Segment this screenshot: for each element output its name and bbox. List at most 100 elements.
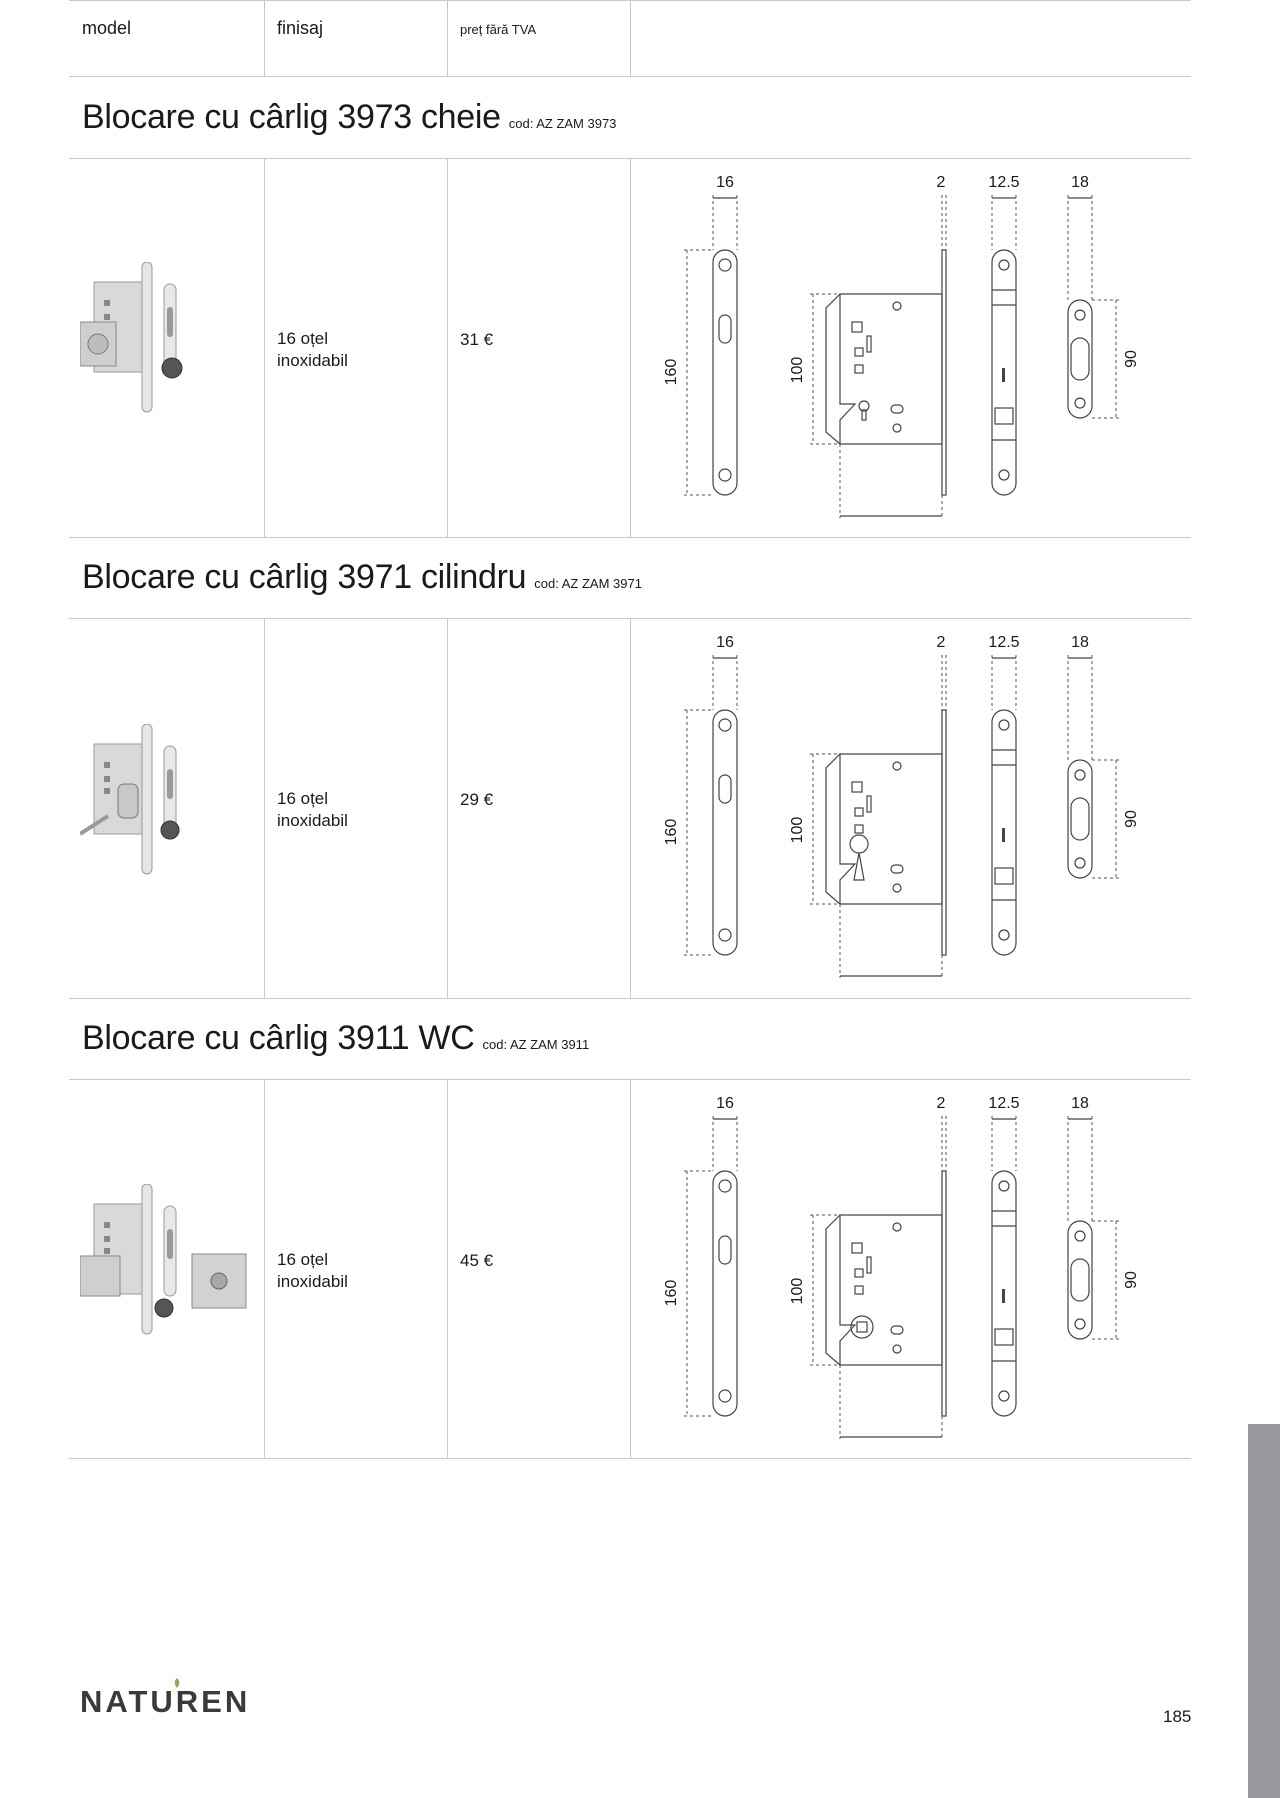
leaf-icon bbox=[174, 1678, 180, 1688]
case-edge bbox=[941, 709, 947, 956]
lock-case-bevel bbox=[825, 1214, 841, 1366]
finish-line: 16 oțel bbox=[277, 789, 329, 808]
dimension-line bbox=[810, 293, 840, 445]
dim-strike-width: 12.5 bbox=[988, 174, 1019, 191]
dimension-line bbox=[1092, 759, 1120, 879]
dim-case-height: 100 bbox=[789, 1278, 806, 1305]
dim-faceplate-thickness: 2 bbox=[937, 174, 946, 191]
dim-keep-width: 18 bbox=[1071, 174, 1089, 191]
dimension-line bbox=[839, 1365, 943, 1439]
dim-keep-height: 90 bbox=[1123, 810, 1140, 828]
dim-faceplate-height: 160 bbox=[663, 1280, 680, 1307]
dimension-line bbox=[941, 1116, 947, 1171]
column-divider bbox=[447, 1079, 448, 1458]
dimension-line bbox=[839, 904, 943, 978]
keep-plate bbox=[1067, 759, 1093, 879]
cylinder-hole bbox=[849, 834, 869, 881]
column-divider bbox=[630, 1079, 631, 1458]
screw-hole bbox=[718, 718, 732, 732]
finish-line: inoxidabil bbox=[277, 351, 348, 370]
dimension-line bbox=[684, 249, 713, 496]
column-divider bbox=[630, 158, 631, 537]
latch-slot bbox=[718, 774, 732, 804]
screw-hole bbox=[718, 258, 732, 272]
product-code: cod: AZ ZAM 3971 bbox=[534, 576, 642, 591]
finish-line: inoxidabil bbox=[277, 811, 348, 830]
dim-faceplate-width: 16 bbox=[716, 1095, 734, 1112]
dim-strike-width: 12.5 bbox=[988, 634, 1019, 651]
dim-keep-height: 90 bbox=[1123, 350, 1140, 368]
side-tab bbox=[1248, 1424, 1280, 1798]
dimension-line bbox=[1067, 655, 1093, 760]
dim-keep-width: 18 bbox=[1071, 634, 1089, 651]
header-divider bbox=[447, 0, 448, 76]
dim-strike-width: 12.5 bbox=[988, 1095, 1019, 1112]
faceplate-outline bbox=[712, 249, 738, 496]
strike-plate bbox=[991, 1170, 1017, 1417]
dim-faceplate-width: 16 bbox=[716, 634, 734, 651]
finish-cell: 16 oțel inoxidabil bbox=[277, 328, 348, 372]
product-title: Blocare cu cârlig 3971 cilindru cod: AZ Z… bbox=[82, 558, 642, 597]
dimension-line bbox=[712, 655, 738, 710]
finish-cell: 16 oțel inoxidabil bbox=[277, 788, 348, 832]
price-cell: 45 € bbox=[460, 1251, 494, 1270]
dimension-line bbox=[941, 655, 947, 710]
dim-faceplate-height: 160 bbox=[663, 819, 680, 846]
price-cell: 29 € bbox=[460, 790, 494, 809]
column-divider bbox=[630, 618, 631, 998]
keep-plate bbox=[1067, 299, 1093, 419]
finish-line: inoxidabil bbox=[277, 1272, 348, 1291]
dimension-line bbox=[712, 195, 738, 250]
keep-plate bbox=[1067, 1220, 1093, 1340]
case-edge bbox=[941, 1170, 947, 1417]
strike-plate bbox=[991, 709, 1017, 956]
product-photo bbox=[80, 1184, 247, 1335]
dimension-line bbox=[839, 444, 943, 518]
screw-hole bbox=[718, 468, 732, 482]
case-edge bbox=[941, 249, 947, 496]
lock-case-bevel bbox=[825, 293, 841, 445]
dimension-line bbox=[991, 655, 1017, 710]
column-divider bbox=[264, 158, 265, 537]
lock-photo-shape bbox=[80, 724, 180, 875]
dimension-line bbox=[991, 195, 1017, 250]
dimension-line bbox=[941, 195, 947, 250]
product-title-text: Blocare cu cârlig 3973 cheie bbox=[82, 98, 501, 136]
dimension-line bbox=[712, 1116, 738, 1171]
page-number: 185 bbox=[1163, 1707, 1192, 1726]
product-code: cod: AZ ZAM 3911 bbox=[482, 1037, 590, 1052]
dimension-line bbox=[684, 709, 713, 956]
latch-slot bbox=[718, 1235, 732, 1265]
product-title-text: Blocare cu cârlig 3971 cilindru bbox=[82, 558, 527, 596]
dim-keep-height: 90 bbox=[1123, 1271, 1140, 1289]
dimension-line bbox=[1067, 195, 1093, 300]
header-model: model bbox=[82, 18, 132, 38]
header-bottom-border bbox=[69, 76, 1191, 77]
dim-case-height: 100 bbox=[789, 817, 806, 844]
column-divider bbox=[264, 1079, 265, 1458]
dim-case-height: 100 bbox=[789, 357, 806, 384]
dimension-line bbox=[684, 1170, 713, 1417]
dimension-line bbox=[810, 1214, 840, 1366]
header-divider bbox=[630, 0, 631, 76]
dimension-line bbox=[1092, 1220, 1120, 1340]
wc-spindle bbox=[850, 1315, 874, 1339]
dimension-line bbox=[991, 1116, 1017, 1171]
product-photo bbox=[80, 724, 180, 875]
strike-plate bbox=[991, 249, 1017, 496]
price-cell: 31 € bbox=[460, 330, 494, 349]
finish-line: 16 oțel bbox=[277, 1250, 329, 1269]
finish-line: 16 oțel bbox=[277, 329, 329, 348]
header-divider bbox=[264, 0, 265, 76]
dimension-line bbox=[1092, 299, 1120, 419]
finish-cell: 16 oțel inoxidabil bbox=[277, 1249, 348, 1293]
faceplate-outline bbox=[712, 709, 738, 956]
screw-hole bbox=[718, 1179, 732, 1193]
latch-slot bbox=[718, 314, 732, 344]
product-photo bbox=[80, 262, 183, 413]
